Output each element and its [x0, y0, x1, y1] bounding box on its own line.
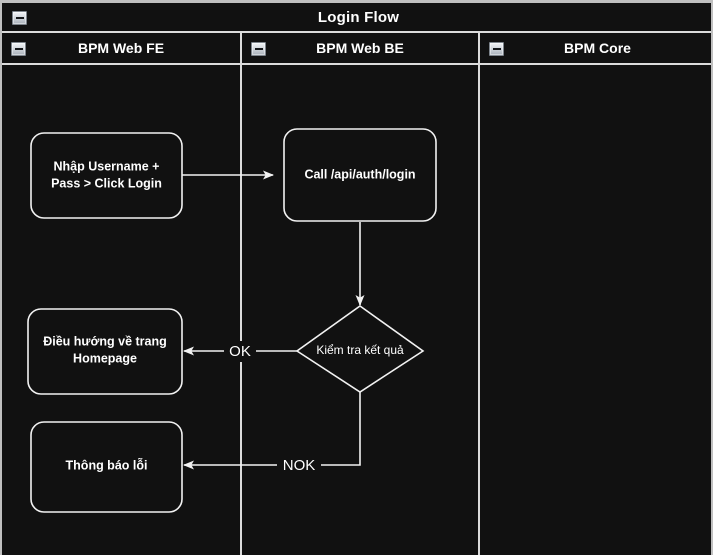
- minus-box-icon[interactable]: [251, 42, 266, 56]
- lane-bpm-core: BPM Core: [480, 33, 711, 555]
- lane-bpm-web-fe: BPM Web FE: [2, 33, 240, 555]
- minus-box-icon[interactable]: [11, 42, 26, 56]
- lane-label-bpm-web-be: BPM Web BE: [316, 40, 404, 56]
- lane-header-bpm-core: BPM Core: [480, 33, 711, 65]
- pool-header: Login Flow: [2, 3, 711, 33]
- lane-bpm-web-be: BPM Web BE: [242, 33, 478, 555]
- lane-label-bpm-web-fe: BPM Web FE: [77, 40, 165, 56]
- lane-header-bpm-web-be: BPM Web BE: [242, 33, 478, 65]
- lane-label-bpm-core: BPM Core: [564, 40, 631, 56]
- lane-divider-2: [478, 33, 480, 555]
- minus-box-icon[interactable]: [12, 11, 27, 25]
- lane-header-bpm-web-fe: BPM Web FE: [2, 33, 240, 65]
- lane-divider-1: [240, 33, 242, 555]
- pool-title-label: Login Flow: [317, 8, 400, 26]
- minus-box-icon[interactable]: [489, 42, 504, 56]
